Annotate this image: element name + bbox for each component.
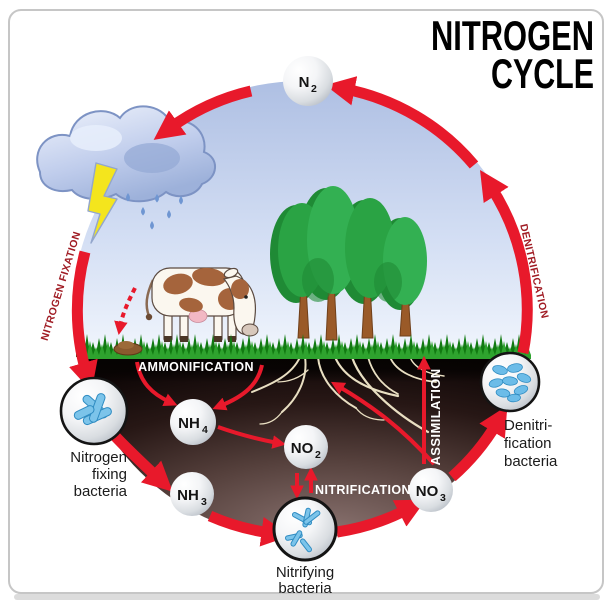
- nh4-subscript: 4: [202, 424, 208, 436]
- nitrogen-fixing-bacteria-circle: [59, 376, 129, 446]
- caption-nitrogen-fixing-bacteria: Nitrogen fixing bacteria: [70, 449, 127, 500]
- caption-line: bacteria: [504, 453, 558, 470]
- arrow-n2-to-cloud: [153, 85, 253, 140]
- caption-denitrification-bacteria: Denitri- fication bacteria: [504, 417, 558, 470]
- caption-line: bacteria: [74, 483, 128, 500]
- nh3-symbol: NH: [177, 487, 199, 504]
- process-arrows: [114, 287, 436, 500]
- dung: [113, 341, 143, 356]
- arrow-nitrifying-to-no3: [336, 499, 426, 538]
- caption-line: fication: [504, 435, 552, 452]
- nitrifying-bacteria-circle: [272, 496, 338, 562]
- caption-line: Nitrogen: [70, 449, 127, 466]
- no2-symbol: NO: [291, 440, 314, 457]
- arrow-denitrification-up: [480, 170, 533, 355]
- card-shadow: [14, 594, 600, 600]
- arrow-bacteria-to-nh3: [109, 431, 173, 492]
- caption-line: bacteria: [278, 580, 332, 597]
- cow: [145, 267, 259, 342]
- arrow-nh3-to-nitrifying: [207, 510, 292, 547]
- caption-line: Denitri-: [504, 417, 552, 434]
- arrow-ammonification-left: [135, 361, 178, 407]
- no3-symbol: NO: [416, 483, 439, 500]
- caption-nitrifying-bacteria: Nitrifying bacteria: [276, 564, 334, 597]
- arrow-to-n2: [325, 76, 479, 169]
- label-assimilation: ASSIMILATION: [428, 369, 443, 466]
- label-nitrification: NITRIFICATION: [315, 483, 411, 497]
- trees: [270, 186, 427, 341]
- arrow-cow-excretion: [114, 287, 137, 336]
- grass: [76, 334, 531, 359]
- n2-subscript: 2: [311, 83, 317, 95]
- molecule-no2: NO 2: [284, 425, 328, 469]
- caption-line: Nitrifying: [276, 564, 334, 581]
- denitrification-bacteria-circle: [479, 351, 541, 413]
- arrow-fixation-down: [69, 250, 98, 392]
- molecule-no3: NO 3: [409, 468, 453, 512]
- cycle-arrows: [69, 76, 533, 547]
- nh3-subscript: 3: [201, 496, 207, 508]
- arrow-no3-to-denitrifiers: [448, 405, 508, 482]
- nh4-symbol: NH: [178, 415, 200, 432]
- no3-subscript: 3: [440, 492, 446, 504]
- molecule-nh3: NH 3: [170, 472, 214, 516]
- caption-line: fixing: [92, 466, 127, 483]
- molecule-n2: N 2: [283, 56, 333, 106]
- label-ammonification: AMMONIFICATION: [138, 360, 254, 374]
- title-line2: CYCLE: [491, 50, 594, 97]
- n2-symbol: N: [299, 74, 310, 91]
- arrow-ammonification-right: [212, 364, 264, 411]
- molecule-nh4: NH 4: [170, 399, 216, 445]
- title-line1: NITROGEN: [431, 12, 594, 59]
- no2-subscript: 2: [315, 449, 321, 461]
- page-title: NITROGEN CYCLE: [431, 12, 594, 97]
- lightning-icon: [87, 162, 118, 244]
- arrow-nh4-to-no2: [217, 425, 287, 449]
